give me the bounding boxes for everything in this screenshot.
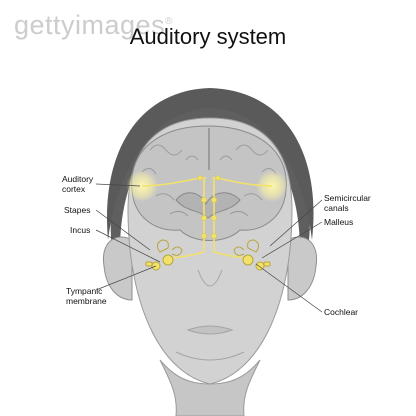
left-inner-ear [145, 239, 183, 271]
ventricles [175, 192, 241, 219]
label-tympanic-line-2: membrane [66, 296, 107, 306]
label-malleus: Malleus [324, 217, 354, 227]
brain-gyri-left [141, 144, 199, 217]
watermark-text: gettyimages [14, 10, 166, 40]
label-auditory-cortex-line-2: cortex [62, 184, 86, 194]
label-auditory-cortex: Auditory cortex [62, 174, 93, 194]
label-semicircular-line-1: Semicircular [324, 193, 371, 203]
label-tympanic-membrane: Tympanic membrane [66, 286, 107, 306]
leader-lines [95, 183, 323, 313]
watermark-registered: ® [165, 16, 173, 27]
right-ear [287, 236, 318, 301]
brain-gyri-right [219, 144, 277, 217]
label-cochlear: Cochlear [324, 307, 359, 317]
hair-top [106, 88, 314, 240]
label-stapes: Stapes [64, 205, 91, 215]
watermark: gettyimages® [14, 10, 173, 41]
label-tympanic-line-1: Tympanic [66, 286, 103, 296]
left-ear [102, 236, 133, 301]
pathway-nuclei [197, 175, 221, 239]
label-incus: Incus [70, 225, 91, 235]
neck [159, 359, 261, 416]
label-semicircular-line-2: canals [324, 203, 349, 213]
label-semicircular-canals: Semicircular canals [324, 193, 371, 213]
brain [131, 125, 287, 241]
facial-features [175, 269, 245, 361]
label-auditory-cortex-line-1: Auditory [62, 174, 94, 184]
diagram-title: Auditory system [129, 24, 287, 49]
